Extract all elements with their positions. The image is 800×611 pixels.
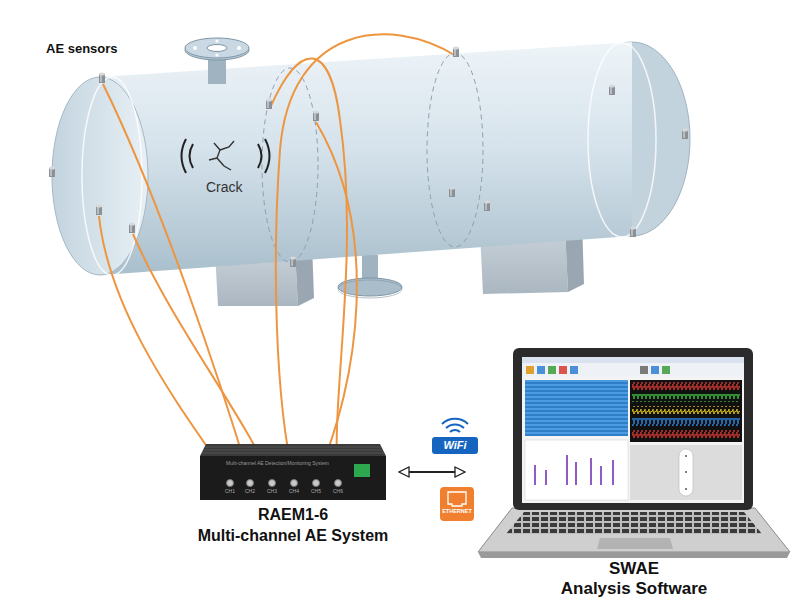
flange-bore bbox=[207, 45, 227, 52]
laptop-base bbox=[478, 508, 790, 552]
chart-points bbox=[534, 455, 614, 485]
laptop-edge bbox=[478, 552, 790, 558]
terminal-block bbox=[354, 464, 370, 477]
toolbar-icons bbox=[526, 366, 670, 374]
wifi-icon bbox=[442, 419, 468, 432]
bolt-hole bbox=[215, 39, 218, 42]
flange bbox=[185, 38, 249, 58]
crack-symbol bbox=[209, 141, 234, 170]
title-bar bbox=[522, 357, 744, 363]
waveform bbox=[632, 418, 740, 426]
ethernet-port bbox=[448, 492, 466, 506]
wifi-text: WiFi bbox=[432, 439, 478, 451]
bolt-hole bbox=[237, 46, 241, 50]
toolbar bbox=[522, 363, 744, 377]
vessel-map bbox=[679, 449, 693, 496]
laptop-screen bbox=[522, 357, 744, 503]
crack-label: Crack bbox=[206, 180, 243, 195]
heat-fins bbox=[202, 447, 384, 453]
weld-seam bbox=[262, 68, 318, 262]
node-subtitle: Multi-channel AE System bbox=[160, 527, 426, 545]
node-heading: RAEM1-6 bbox=[160, 506, 426, 524]
waveform bbox=[632, 394, 740, 402]
map-dots bbox=[685, 455, 687, 490]
weld-seam bbox=[588, 43, 656, 237]
ethernet-text: ETHERNET bbox=[440, 508, 474, 514]
device-print: Multi-channel AE Detection/Monitoring Sy… bbox=[205, 461, 350, 467]
bolt-hole bbox=[193, 46, 197, 50]
laptop-bezel bbox=[513, 348, 753, 510]
channel-label: CH1 bbox=[222, 489, 238, 495]
emission-waves bbox=[182, 139, 270, 173]
vessel-shell bbox=[100, 42, 632, 275]
device-top bbox=[200, 444, 386, 456]
bnc-port bbox=[227, 480, 342, 487]
wifi-badge bbox=[432, 437, 478, 454]
double-arrow bbox=[400, 471, 464, 473]
weld-seam bbox=[427, 53, 483, 247]
flange bbox=[338, 278, 402, 296]
device-front bbox=[200, 456, 386, 500]
channel-label: CH6 bbox=[330, 489, 346, 495]
flange-edge bbox=[338, 280, 402, 298]
sensor-cable bbox=[99, 34, 456, 480]
laptop: SWAEAnalysis Software bbox=[478, 348, 790, 558]
touchpad bbox=[597, 538, 673, 549]
node-subtitle: Analysis Software bbox=[438, 579, 800, 599]
scatter-chart bbox=[525, 440, 628, 500]
keyboard bbox=[506, 512, 762, 534]
bolt-hole bbox=[215, 53, 218, 56]
waveform-panel bbox=[630, 380, 742, 442]
waveform bbox=[632, 382, 740, 390]
channel-label: CH3 bbox=[264, 489, 280, 495]
channel-label: CH2 bbox=[242, 489, 258, 495]
waveform bbox=[632, 430, 740, 438]
callout-label: AE sensors bbox=[46, 42, 118, 56]
ethernet-badge bbox=[440, 487, 474, 521]
channel-label: CH4 bbox=[286, 489, 302, 495]
location-panel bbox=[630, 445, 742, 500]
waveform bbox=[632, 406, 740, 414]
vessel-left-head bbox=[52, 77, 148, 275]
channel-label: CH5 bbox=[308, 489, 324, 495]
data-table bbox=[525, 380, 628, 436]
ae-sensor bbox=[49, 46, 688, 267]
node-heading: SWAE bbox=[438, 559, 800, 579]
weld-seam bbox=[82, 77, 142, 275]
